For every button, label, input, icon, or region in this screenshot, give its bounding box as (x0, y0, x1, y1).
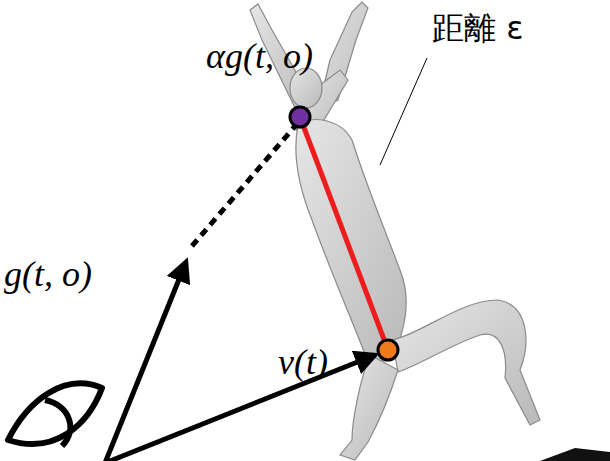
scaled-gaze-label: αg(t, o) (206, 38, 313, 74)
eye-symbol (8, 383, 102, 446)
target-point (290, 107, 310, 127)
distance-line (300, 117, 388, 350)
g-vector (105, 262, 186, 461)
leader-line (380, 58, 427, 165)
body-point (378, 340, 398, 360)
floor (540, 448, 610, 461)
gaze-label: g(t, o) (4, 256, 92, 292)
v-vector (105, 355, 375, 461)
distance-label: 距離 ε (432, 12, 523, 44)
scaled-vector (192, 125, 296, 246)
position-label: v(t) (278, 344, 328, 380)
